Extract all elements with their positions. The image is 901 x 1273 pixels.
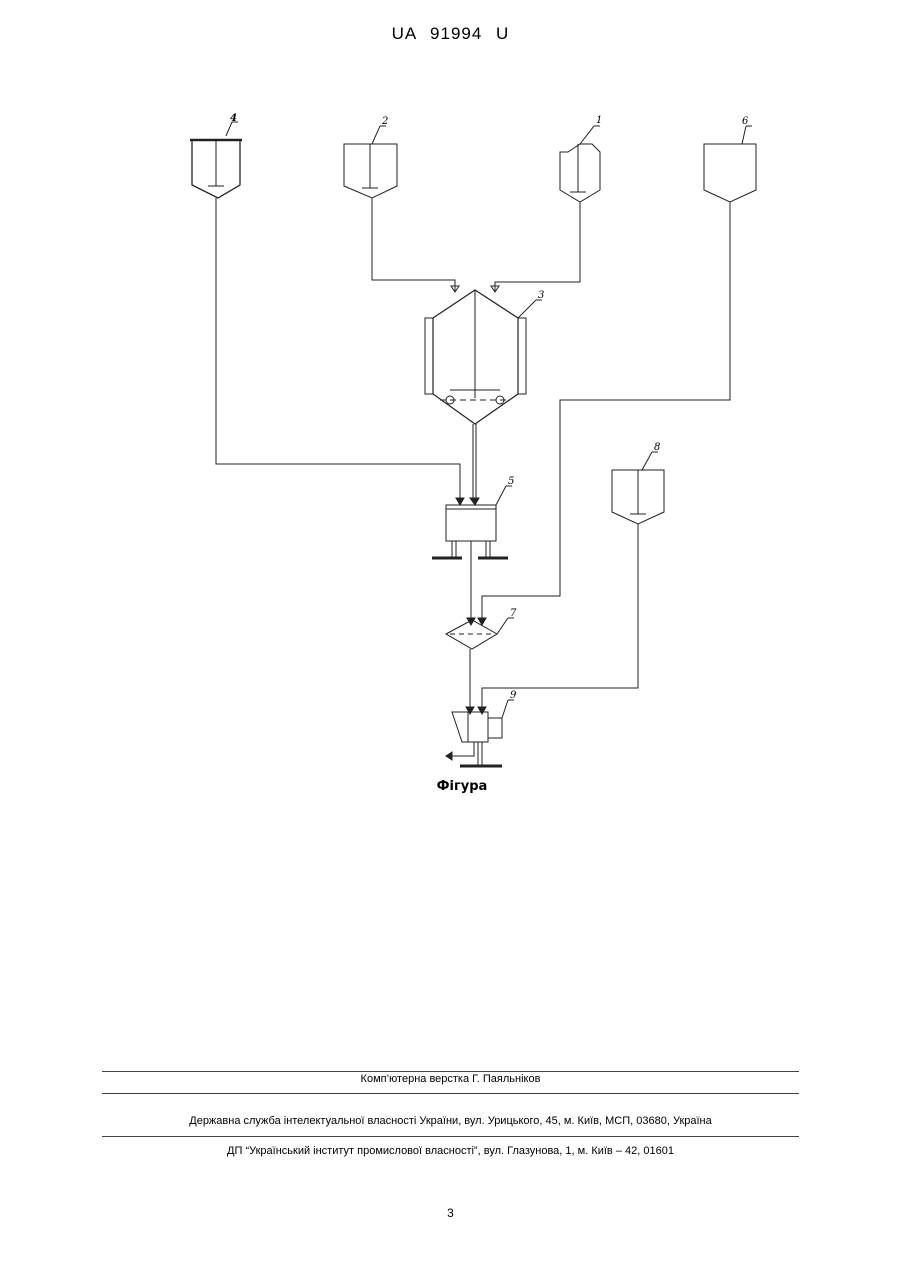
tank-8: 8	[612, 442, 664, 534]
label-3: 3	[538, 290, 544, 301]
process-diagram: 4 2 1 6	[0, 0, 901, 820]
footer-divider-top	[102, 1071, 799, 1072]
tank-1: 1	[560, 115, 602, 210]
label-2: 2	[381, 116, 388, 127]
label-1: 1	[596, 115, 602, 126]
figure-caption: Фігура	[420, 779, 504, 794]
line-6-to-7	[482, 208, 730, 618]
label-4: 4	[230, 113, 237, 124]
agency-address: Державна служба інтелектуальної власност…	[0, 1115, 901, 1127]
label-6: 6	[742, 116, 749, 127]
footer-divider-middle	[102, 1093, 799, 1094]
line-4-to-5	[216, 204, 460, 498]
footer-divider-bottom	[102, 1136, 799, 1137]
tank-6: 6	[704, 116, 756, 208]
label-8: 8	[654, 442, 660, 453]
line-2-to-3	[372, 204, 455, 292]
institute-address: ДП “Український інститут промислової вла…	[0, 1145, 901, 1157]
layout-credit: Комп’ютерна верстка Г. Паяльніков	[0, 1073, 901, 1085]
label-5: 5	[508, 476, 514, 487]
label-7: 7	[510, 608, 517, 619]
label-9: 9	[510, 690, 517, 701]
reactor-3: 3	[425, 290, 544, 424]
line-1-to-3	[495, 210, 580, 292]
tank-4: 4	[190, 113, 242, 204]
page-number: 3	[0, 1206, 901, 1220]
tank-2: 2	[344, 116, 397, 204]
